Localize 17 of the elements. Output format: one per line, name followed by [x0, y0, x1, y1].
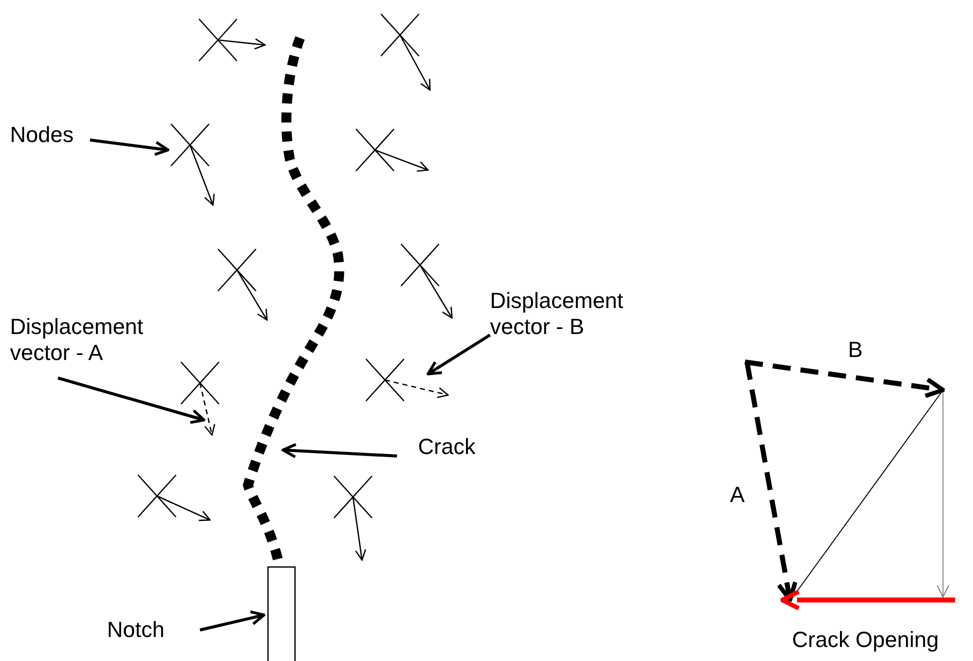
leader-arrow: [282, 443, 398, 458]
vector-label: A: [730, 482, 745, 508]
crack-line: [243, 36, 344, 562]
callout-label: Nodes: [10, 122, 74, 148]
node-cross-drawing: [170, 123, 215, 206]
displacement-vector: [199, 382, 216, 436]
leader-arrow: [90, 138, 170, 156]
vector-label: B: [848, 337, 863, 363]
leader-arrow: [426, 334, 491, 376]
leader-arrow: [200, 610, 266, 632]
vector-label: Crack Opening: [792, 627, 939, 653]
leader-arrow: [58, 376, 206, 424]
callout-label: Displacement vector - A: [10, 314, 180, 366]
callout-label: Crack: [418, 434, 476, 460]
displacement-vector: [384, 379, 449, 398]
callout-label: Displacement vector - B: [490, 288, 660, 340]
callout-label: Notch: [107, 617, 164, 643]
